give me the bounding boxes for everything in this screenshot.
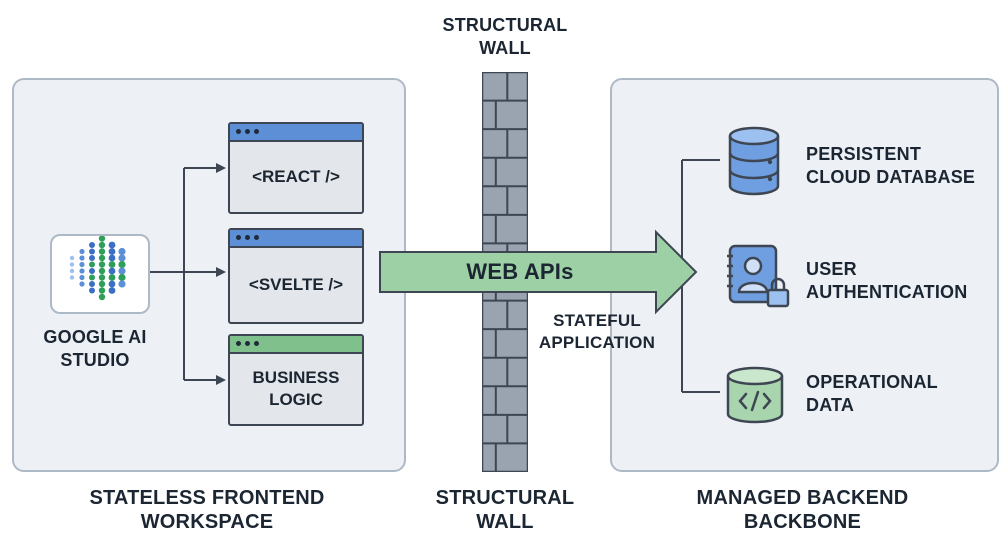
logo-dot <box>89 255 95 261</box>
logo-dot <box>89 281 95 287</box>
persistent-cloud-database-label: PERSISTENT CLOUD DATABASE <box>806 144 976 187</box>
logo-dot <box>98 235 106 242</box>
logo-dot <box>79 281 85 287</box>
logo-dot <box>79 255 85 261</box>
svelte-module-label: <SVELTE /> <box>248 275 344 294</box>
logo-dot <box>118 254 126 262</box>
logo-dot <box>98 293 106 301</box>
database-icon <box>728 126 780 196</box>
logo-dot <box>98 280 106 288</box>
logo-dot <box>108 267 116 275</box>
wall-top-label: STRUCTURAL WALL <box>442 15 568 58</box>
logo-dot <box>118 267 126 275</box>
logo-dot <box>108 261 116 268</box>
window-bar <box>230 336 362 354</box>
business-logic-module: BUSINESS LOGIC <box>228 334 364 426</box>
logo-dot <box>98 287 106 294</box>
operational-data-label: OPERATIONAL DATA <box>806 372 938 415</box>
logo-dot <box>69 262 75 267</box>
svelte-module: <SVELTE /> <box>228 228 364 324</box>
logo-dot <box>98 248 106 255</box>
logo-dot <box>89 274 95 281</box>
user-authentication-label: USER AUTHENTICATION <box>806 259 968 302</box>
logo-dot <box>118 273 126 282</box>
logo-dot <box>108 254 116 262</box>
web-apis-label: WEB APIs <box>466 259 574 284</box>
web-apis-arrow <box>379 229 698 315</box>
stateful-application-label: STATEFUL APPLICATION <box>538 311 656 352</box>
logo-dot <box>79 261 85 268</box>
code-cylinder-icon <box>726 366 784 424</box>
window-bar <box>230 230 362 248</box>
logo-dot <box>89 261 95 268</box>
logo-dot <box>79 268 85 274</box>
logo-dot <box>108 287 116 294</box>
window-bar <box>230 124 362 142</box>
logo-dot <box>98 267 106 275</box>
google-ai-studio-logo-icon <box>69 235 126 301</box>
logo-dot <box>118 247 126 256</box>
google-ai-studio-label: GOOGLE AI STUDIO <box>43 327 147 370</box>
user-lock-icon <box>727 244 790 308</box>
logo-dot <box>79 274 85 281</box>
react-module-label: <REACT /> <box>252 167 340 186</box>
logo-dot <box>69 268 75 274</box>
google-ai-studio-tile <box>50 234 150 314</box>
react-module: <REACT /> <box>228 122 364 214</box>
logo-dot <box>108 274 116 281</box>
logo-dot <box>108 280 116 288</box>
logo-dot <box>69 275 75 280</box>
logo-dot <box>69 255 75 261</box>
logo-dot <box>98 274 106 281</box>
logo-dot <box>89 242 95 248</box>
wall-bottom-label: STRUCTURAL WALL <box>435 487 575 533</box>
backend-caption: MANAGED BACKEND BACKBONE <box>696 487 909 533</box>
logo-dot <box>89 268 95 274</box>
logo-dot <box>108 241 116 249</box>
logo-dot <box>118 280 126 288</box>
logo-dot <box>108 248 116 255</box>
business-logic-label: BUSINESS LOGIC <box>252 368 340 409</box>
logo-dot <box>98 254 106 262</box>
logo-dot <box>79 248 85 255</box>
logo-dot <box>89 287 95 294</box>
frontend-caption: STATELESS FRONTEND WORKSPACE <box>89 487 325 533</box>
logo-dot <box>98 241 106 249</box>
logo-dot <box>89 248 95 255</box>
logo-dot <box>118 260 126 269</box>
logo-dot <box>98 261 106 268</box>
